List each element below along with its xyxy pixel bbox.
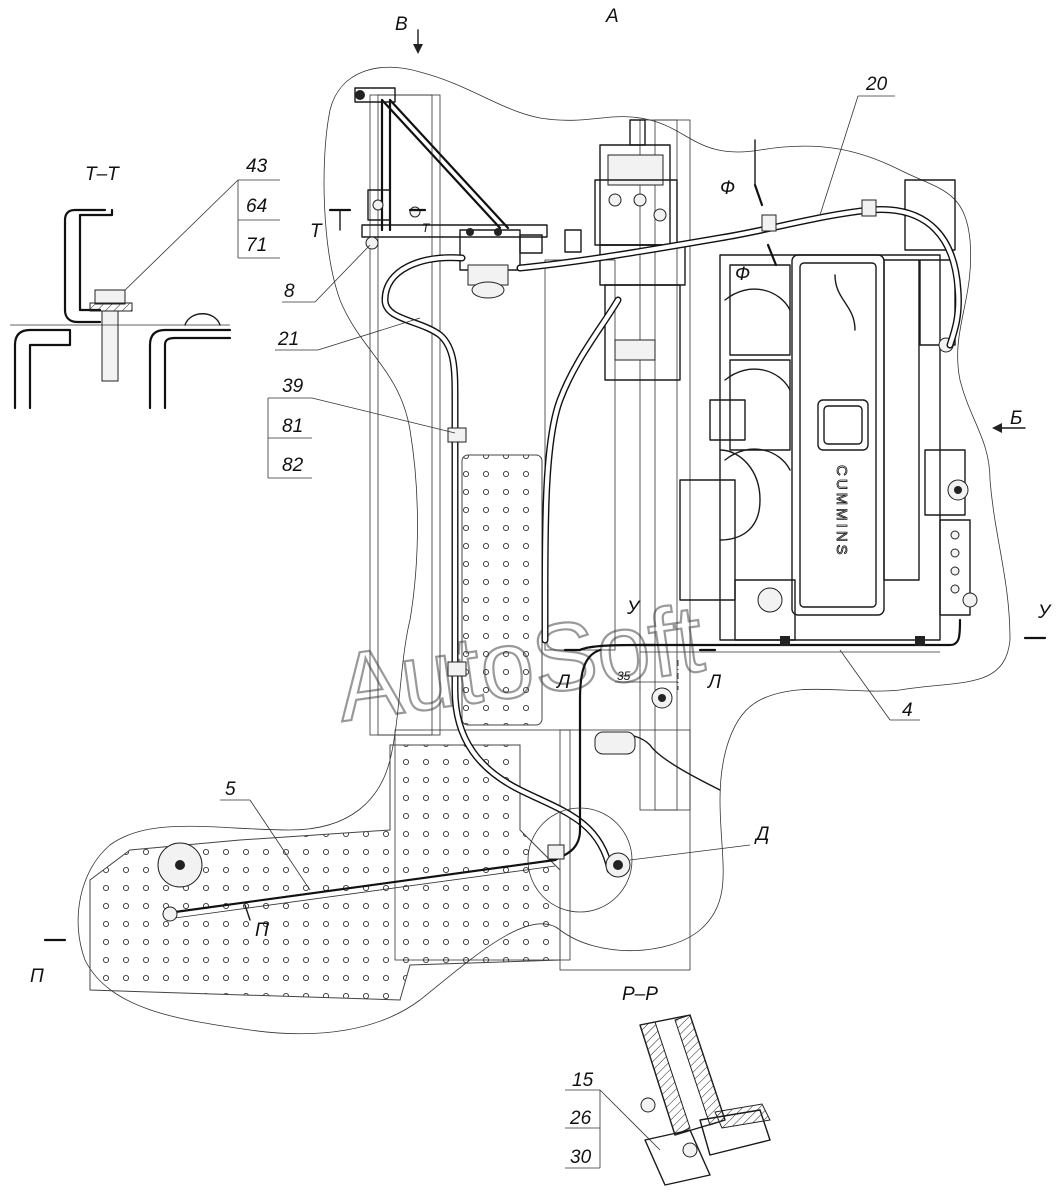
- callout-15: 15: [572, 1070, 594, 1091]
- frame-rails: [369, 94, 691, 971]
- section-mark-f-top: Ф: [720, 178, 735, 199]
- engine-block: [679, 254, 941, 641]
- section-mark-u-left: У: [626, 598, 641, 619]
- view-v-label: В: [395, 14, 408, 35]
- callout-39: 39: [282, 376, 304, 397]
- callout-71: 71: [246, 235, 267, 256]
- pump-bracket: [354, 87, 548, 250]
- valve-cover: [791, 254, 885, 616]
- view-b-label: Б: [1010, 408, 1022, 429]
- filter-unit: [459, 228, 582, 299]
- callout-21: 21: [277, 329, 299, 350]
- section-mark-p-left: П: [30, 966, 44, 987]
- callout-64: 64: [246, 196, 267, 217]
- callout-4: 4: [902, 700, 913, 721]
- section-mark-u-right: У: [1037, 602, 1052, 623]
- section-t-t-title: Т–Т: [85, 164, 120, 185]
- section-mark-p-right: П: [255, 920, 269, 941]
- callout-20: 20: [865, 74, 888, 95]
- view-d-label: Д: [754, 824, 769, 845]
- section-markers: [43, 183, 1047, 942]
- perforated-platform-lower: [89, 744, 561, 1001]
- view-a-label: А: [605, 6, 619, 27]
- pipe-clamps: [447, 199, 925, 677]
- section-mark-t-left: Т: [310, 221, 323, 242]
- view-arrows: [413, 29, 1026, 433]
- section-mark-l-left: Л: [555, 672, 571, 693]
- pipe-5: [173, 858, 557, 914]
- section-mark-l-right: Л: [706, 672, 722, 693]
- engine-brand-label: CUMMINS: [833, 465, 850, 558]
- pipe-4: [578, 618, 962, 652]
- dimension-35-label: 35: [617, 669, 631, 683]
- callout-82: 82: [282, 455, 304, 476]
- section-t-t-detail: [10, 208, 232, 410]
- fuel-pump-assembly: [594, 119, 686, 381]
- callout-8: 8: [284, 281, 295, 302]
- right-side-components: [883, 179, 978, 616]
- perforated-step-upper: [461, 454, 543, 726]
- callout-30: 30: [570, 1147, 592, 1168]
- section-p-p-title: Р–Р: [622, 984, 658, 1005]
- callout-26: 26: [569, 1108, 592, 1129]
- callout-81: 81: [282, 416, 303, 437]
- section-p-p-detail: [639, 1014, 771, 1186]
- section-mark-t-right: Т: [422, 221, 431, 235]
- section-mark-f-bottom: Ф: [735, 264, 750, 285]
- callout-43: 43: [246, 156, 268, 177]
- pipe-middle: [541, 296, 622, 644]
- callout-5: 5: [225, 779, 236, 800]
- leader-lines: [119, 95, 920, 1169]
